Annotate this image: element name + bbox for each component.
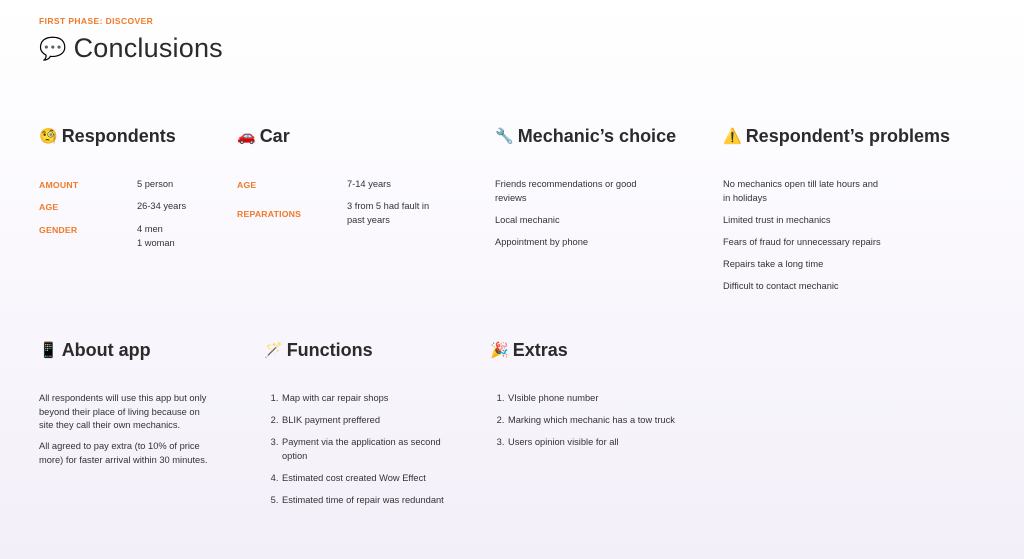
speech-bubble-icon: 💬 (39, 35, 67, 61)
reparations-value: 3 from 5 had fault in past years (347, 201, 430, 225)
car-age-label: AGE (237, 180, 257, 190)
warning-icon: ⚠️ (723, 128, 742, 145)
list-item: Estimated time of repair was redundant (281, 494, 451, 508)
mobile-phone-icon: 📱 (39, 342, 58, 359)
respondents-title: Respondents (61, 126, 176, 146)
functions-list: Map with car repair shops BLIK payment p… (264, 392, 451, 516)
age-label: AGE (39, 202, 59, 212)
phase-eyebrow: FIRST PHASE: DISCOVER (39, 16, 154, 26)
list-item: Difficult to contact mechanic (723, 280, 839, 291)
age-value: 26-34 years (137, 201, 187, 211)
magic-wand-icon: 🪄 (264, 342, 283, 359)
problems-title: Respondent’s problems (745, 126, 951, 146)
car-icon: 🚗 (237, 128, 256, 145)
car-title: Car (259, 126, 290, 146)
problems-list: No mechanics open till late hours and in… (723, 178, 883, 302)
list-item: Estimated cost created Wow Effect (281, 472, 451, 486)
car-heading: 🚗 Car (237, 126, 290, 147)
list-item: VIsible phone number (507, 392, 682, 406)
respondents-table: AMOUNT 5 person AGE 26-34 years GENDER 4… (39, 178, 209, 258)
mechanic-choice-heading: 🔧 Mechanic’s choice (495, 126, 676, 147)
list-item: Appointment by phone (495, 236, 589, 247)
list-item: BLIK payment preffered (281, 414, 451, 428)
list-item: Payment via the application as second op… (281, 436, 451, 463)
list-item: No mechanics open till late hours and in… (723, 179, 879, 203)
car-age-value: 7-14 years (347, 179, 391, 189)
page-title: 💬 Conclusions (39, 33, 223, 64)
gender-label: GENDER (39, 225, 78, 235)
extras-title: Extras (512, 340, 568, 360)
extras-list: VIsible phone number Marking which mecha… (490, 392, 682, 458)
party-popper-icon: 🎉 (490, 342, 509, 359)
list-item: Limited trust in mechanics (723, 214, 831, 225)
list-item: Friends recommendations or good reviews (495, 179, 637, 203)
list-item: Marking which mechanic has a tow truck (507, 414, 682, 428)
reparations-label: REPARATIONS (237, 209, 302, 219)
about-app-body: All respondents will use this app but on… (39, 392, 209, 475)
face-with-monocle-icon: 🧐 (39, 128, 58, 145)
functions-title: Functions (286, 340, 373, 360)
problems-heading: ⚠️ Respondent’s problems (723, 126, 950, 147)
about-app-title: About app (61, 340, 151, 360)
mechanic-choice-list: Friends recommendations or good reviews … (495, 178, 665, 258)
extras-heading: 🎉 Extras (490, 340, 568, 361)
wrench-icon: 🔧 (495, 128, 514, 145)
list-item: Fears of fraud for unnecessary repairs (723, 236, 881, 247)
respondents-heading: 🧐 Respondents (39, 126, 176, 147)
list-item: Repairs take a long time (723, 258, 824, 269)
gender-value: 4 men 1 woman (137, 224, 175, 248)
about-app-paragraph: All respondents will use this app but on… (39, 393, 207, 430)
page-title-text: Conclusions (73, 33, 223, 63)
mechanic-choice-title: Mechanic’s choice (517, 126, 677, 146)
car-table: AGE 7-14 years REPARATIONS 3 from 5 had … (237, 178, 457, 238)
list-item: Local mechanic (495, 214, 560, 225)
about-app-heading: 📱 About app (39, 340, 151, 361)
amount-label: AMOUNT (39, 180, 79, 190)
about-app-paragraph: All agreed to pay extra (to 10% of price… (39, 441, 208, 465)
functions-heading: 🪄 Functions (264, 340, 373, 361)
amount-value: 5 person (137, 179, 174, 189)
list-item: Map with car repair shops (281, 392, 451, 406)
list-item: Users opinion visible for all (507, 436, 682, 450)
